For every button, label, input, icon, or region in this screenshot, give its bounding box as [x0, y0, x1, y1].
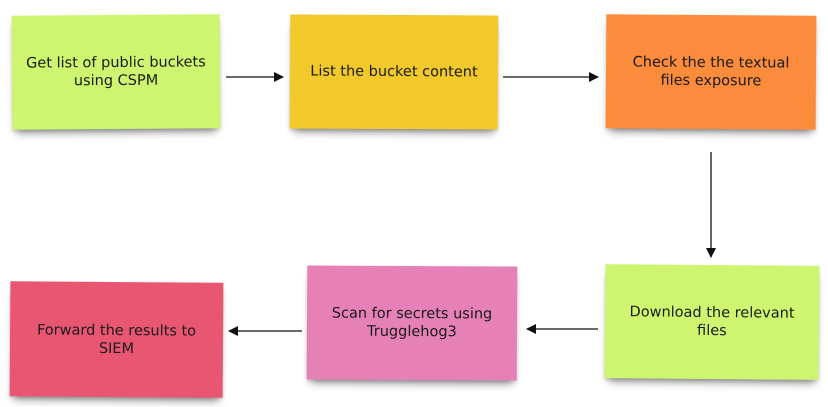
note-forward-to-siem: Forward the results to SIEM — [9, 281, 224, 398]
note-text: Scan for secrets using Trugglehog3 — [331, 305, 493, 341]
note-text: Get list of public buckets using CSPM — [26, 54, 206, 90]
note-scan-for-secrets: Scan for secrets using Trugglehog3 — [306, 265, 518, 381]
note-get-public-buckets: Get list of public buckets using CSPM — [11, 14, 221, 130]
note-check-textual-files: Check the the textual files exposure — [605, 14, 817, 130]
note-text: Check the the textual files exposure — [632, 54, 790, 90]
note-list-bucket-content: List the bucket content — [289, 14, 499, 130]
note-text: Forward the results to SIEM — [36, 321, 197, 357]
note-text: List the bucket content — [310, 63, 478, 81]
note-download-files: Download the relevant files — [604, 264, 820, 380]
note-text: Download the relevant files — [629, 304, 795, 340]
